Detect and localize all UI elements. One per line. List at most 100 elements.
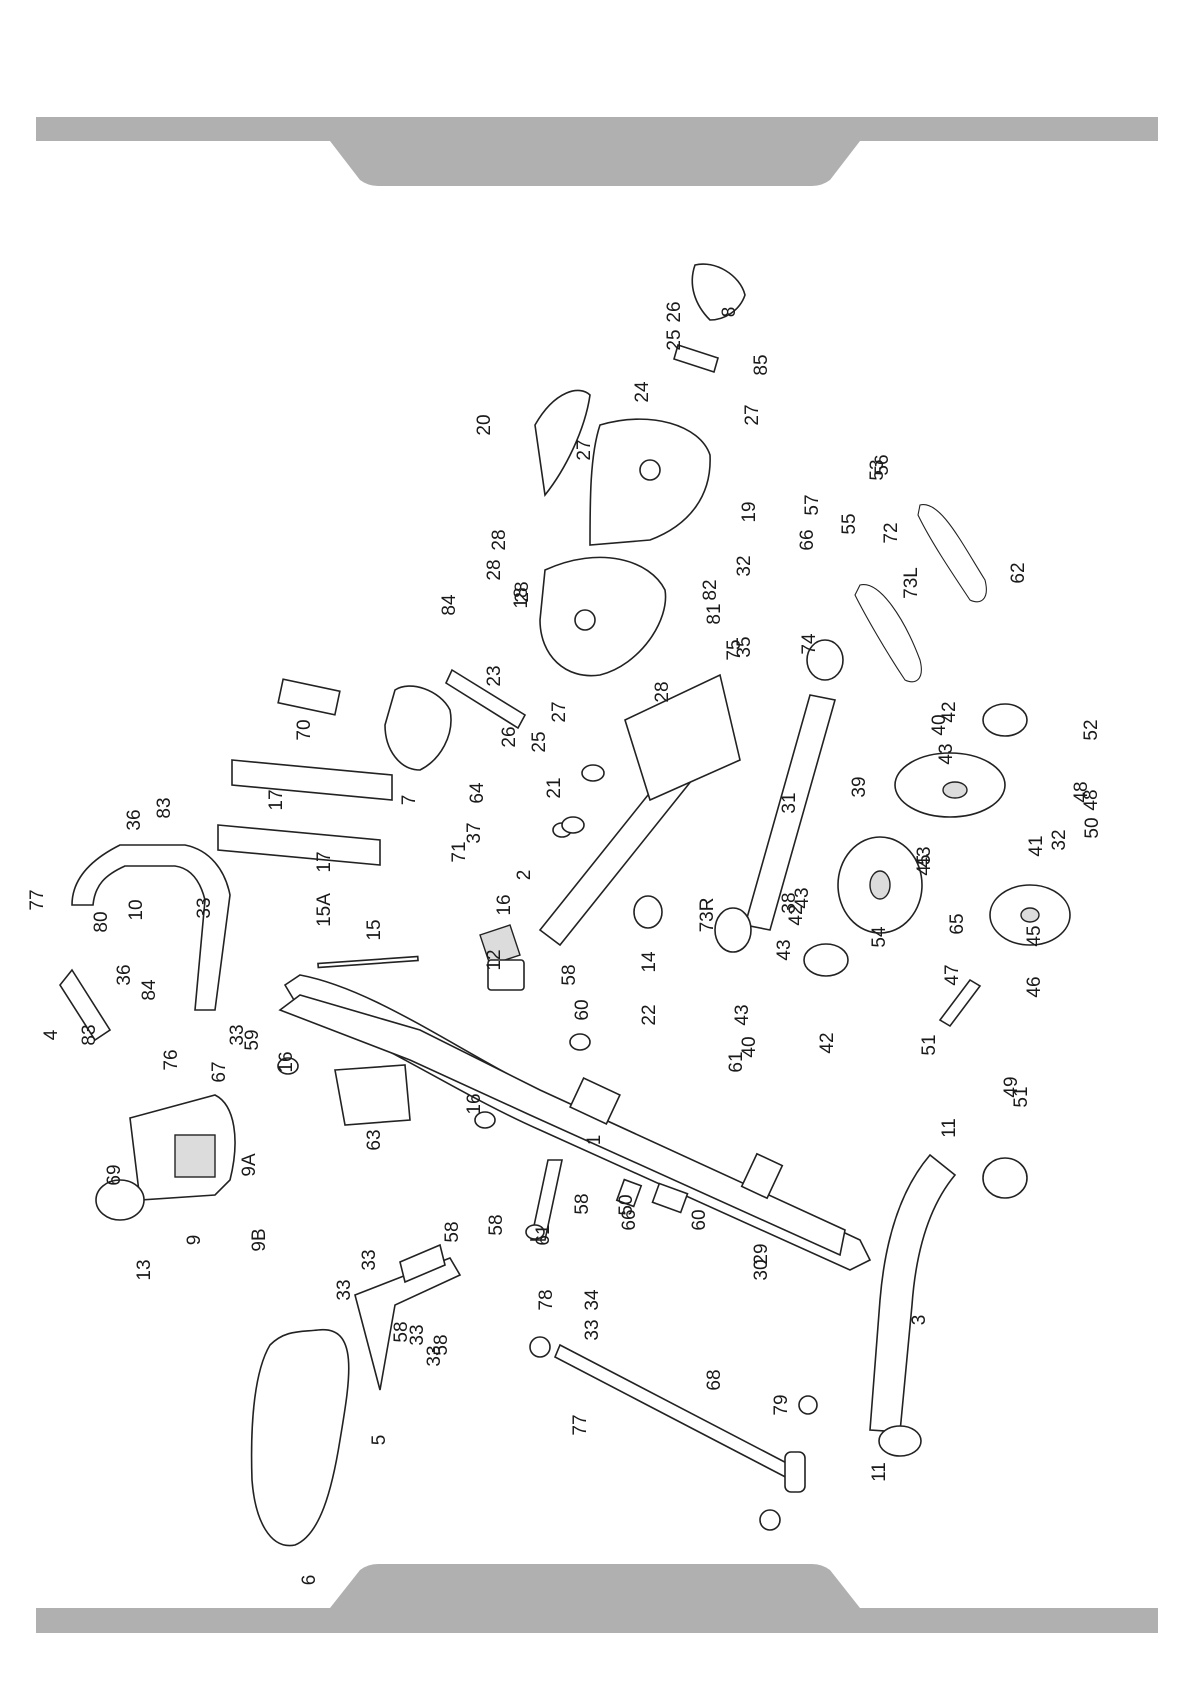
part-label: 33 (334, 1279, 355, 1300)
part-label: 30 (751, 1259, 772, 1280)
part-label: 33 (582, 1319, 603, 1340)
frame-bracket (569, 1076, 621, 1126)
part-label: 58 (391, 1321, 412, 1342)
part-label: 82 (700, 579, 721, 600)
pedal-left (384, 685, 452, 771)
part-label: 15A (314, 893, 335, 927)
part-label: 57 (802, 494, 823, 515)
front-cap (487, 959, 525, 991)
part-label: 32 (734, 555, 755, 576)
tube-upper (231, 759, 393, 801)
bushing-16b (474, 1111, 496, 1129)
handlebar (71, 844, 231, 1011)
part-label: 24 (632, 381, 653, 403)
part-label: 70 (294, 719, 315, 740)
part-label: 18 (511, 587, 532, 608)
part-label: 51 (1011, 1086, 1032, 1107)
main-frame-tube (278, 994, 846, 1257)
belt-lower (854, 584, 922, 683)
sensor-wire-15 (317, 955, 419, 969)
small-pulley-hub (1020, 907, 1040, 923)
part-label: 85 (751, 354, 772, 375)
part-label: 59 (242, 1029, 263, 1050)
crank-arm-left (444, 668, 527, 730)
part-label: 80 (91, 911, 112, 932)
bearing-housing-lower (803, 943, 849, 977)
part-label: 66 (619, 1209, 640, 1230)
part-label: 50 (616, 1194, 637, 1215)
part-label: 43 (936, 743, 957, 764)
part-label: 17 (314, 851, 335, 872)
part-label: 83 (154, 797, 175, 818)
part-label: 28 (652, 681, 673, 702)
part-label: 43 (914, 846, 935, 867)
washer-60b (525, 1224, 545, 1240)
bushing-21b (561, 816, 585, 834)
front-foot-bottom (759, 1509, 781, 1531)
seat-cushion (250, 1329, 350, 1547)
front-foot-left (529, 1336, 551, 1358)
part-label: 28 (484, 559, 505, 580)
support-tube (743, 694, 837, 931)
part-label: 48 (1071, 781, 1092, 802)
part-label: 27 (742, 404, 763, 425)
handlebar-grip (59, 968, 112, 1042)
part-label: 12 (484, 949, 505, 970)
part-label: 81 (704, 603, 725, 624)
part-label: 4 (41, 1029, 62, 1040)
part-label: 72 (881, 522, 902, 543)
part-label: 31 (779, 792, 800, 813)
part-label: 45 (914, 854, 935, 875)
part-label: 35 (734, 636, 755, 657)
front-foot-right (798, 1395, 818, 1415)
part-label: 9A (239, 1153, 260, 1177)
part-label: 84 (439, 594, 460, 616)
header-band (36, 117, 1158, 186)
flywheel-hub (869, 870, 891, 900)
part-label: 58 (442, 1221, 463, 1242)
part-label: 25 (529, 731, 550, 752)
bearing-housing-upper (982, 703, 1028, 737)
part-label: 9 (184, 1235, 205, 1246)
part-label: 33 (424, 1345, 445, 1366)
belt-upper (917, 504, 987, 603)
end-cap-lower (878, 1425, 922, 1457)
part-label: 42 (817, 1032, 838, 1053)
part-label: 73L (901, 567, 922, 599)
part-label: 10 (126, 899, 147, 920)
part-label: 33 (407, 1324, 428, 1345)
washer-60a (569, 1033, 591, 1051)
part-label: 58 (486, 1214, 507, 1235)
block-49 (615, 1178, 643, 1208)
part-label: 41 (1026, 835, 1047, 856)
part-label: 20 (474, 414, 495, 435)
part-label: 40 (929, 714, 950, 735)
part-label: 33 (359, 1249, 380, 1270)
part-label: 52 (1081, 719, 1102, 740)
crank-arm-right (673, 343, 719, 374)
bushing-21a (581, 764, 605, 782)
part-label: 43 (732, 1004, 753, 1025)
part-label: 58 (572, 1193, 593, 1214)
part-label: 37 (464, 822, 485, 843)
part-label: 75 (724, 639, 745, 660)
part-label: 29 (751, 1243, 772, 1264)
part-label: 58 (431, 1334, 452, 1355)
right-shield-hub (639, 459, 661, 481)
part-label: 50 (1082, 817, 1103, 838)
part-label: 13 (134, 1259, 155, 1280)
part-label: 2 (514, 870, 535, 881)
part-label: 9B (249, 1228, 270, 1251)
left-shield-hub (574, 609, 596, 631)
part-label: 36 (114, 964, 135, 985)
part-label: 26 (499, 726, 520, 747)
part-label: 69 (104, 1164, 125, 1185)
part-label: 84 (139, 979, 160, 1001)
seat-post-guide (479, 924, 521, 966)
part-label: 11 (939, 1118, 960, 1138)
part-label: 62 (1008, 562, 1029, 583)
part-label: 16 (494, 894, 515, 915)
part-label: 83 (79, 1024, 100, 1045)
part-label: 51 (919, 1034, 940, 1055)
part-label: 60 (689, 1209, 710, 1230)
